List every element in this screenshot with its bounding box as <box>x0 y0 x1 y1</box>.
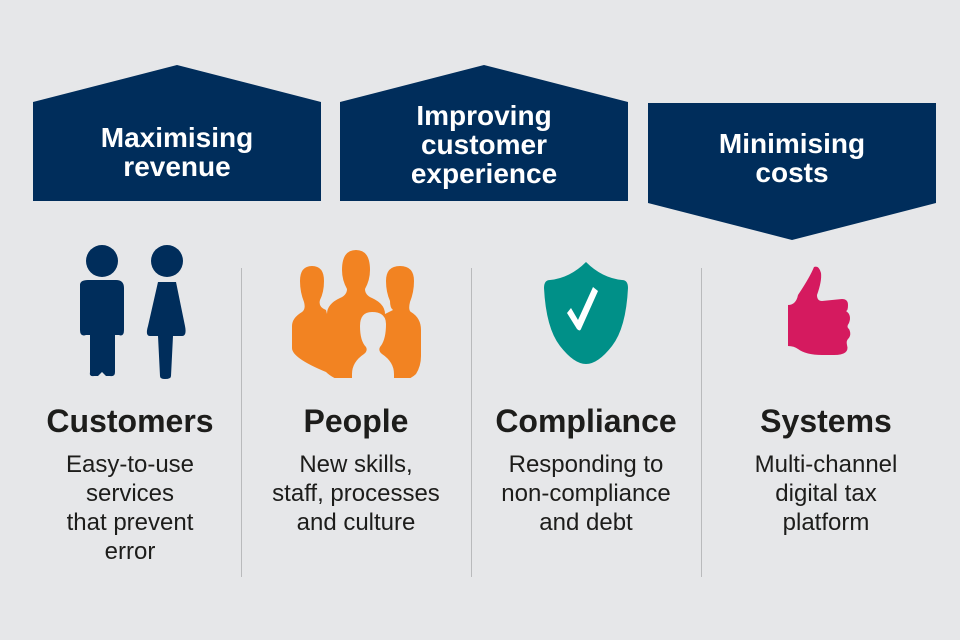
column-title: Customers <box>46 403 214 439</box>
banner-line: customer <box>420 129 548 160</box>
column-title: Systems <box>760 403 892 439</box>
group-people-icon <box>292 250 421 378</box>
thumbs-up-icon <box>788 266 851 355</box>
column-divider <box>471 268 472 577</box>
description-line: services <box>85 480 175 507</box>
banner-improving-customer-experience: Improving customer experience <box>340 101 628 188</box>
banner-line: experience <box>410 158 558 189</box>
column-title: People <box>303 403 409 439</box>
column-description: Easy-to-use services that prevent error <box>15 450 245 566</box>
column-compliance: Compliance Responding to non-compliance … <box>471 396 701 537</box>
banner-line: Maximising <box>100 122 254 153</box>
banner-line: revenue <box>123 151 231 182</box>
shield-check-icon <box>544 262 628 364</box>
description-line: digital tax <box>775 480 877 507</box>
column-title: Compliance <box>495 403 677 439</box>
description-line: staff, processes <box>272 480 440 507</box>
column-description: Multi-channel digital tax platform <box>711 450 941 537</box>
banner-shape-customer-experience <box>340 65 628 201</box>
description-line: Easy-to-use <box>65 451 195 478</box>
description-line: and culture <box>296 509 416 536</box>
banner-line: costs <box>755 157 829 188</box>
description-line: platform <box>782 509 870 536</box>
column-description: New skills, staff, processes and culture <box>241 450 471 537</box>
column-customers: Customers Easy-to-use services that prev… <box>15 396 245 566</box>
banner-minimising-costs: Minimising costs <box>648 129 936 187</box>
description-line: non-compliance <box>501 480 671 507</box>
banner-line: Improving <box>416 100 552 131</box>
banner-shape-revenue <box>33 65 321 201</box>
description-line: Responding to <box>508 451 664 478</box>
man-woman-icon <box>80 245 186 379</box>
column-divider <box>701 268 702 577</box>
description-line: error <box>104 538 156 565</box>
column-systems: Systems Multi-channel digital tax platfo… <box>711 396 941 537</box>
banners-graphic <box>33 65 936 240</box>
banner-line: Minimising <box>718 128 866 159</box>
description-line: Multi-channel <box>754 451 898 478</box>
description-line: that prevent <box>66 509 194 536</box>
banner-shape-costs <box>648 103 936 240</box>
description-line: New skills, <box>299 451 413 478</box>
description-line: and debt <box>539 509 633 536</box>
column-divider <box>241 268 242 577</box>
banner-maximising-revenue: Maximising revenue <box>33 123 321 181</box>
column-description: Responding to non-compliance and debt <box>471 450 701 537</box>
column-people: People New skills, staff, processes and … <box>241 396 471 537</box>
